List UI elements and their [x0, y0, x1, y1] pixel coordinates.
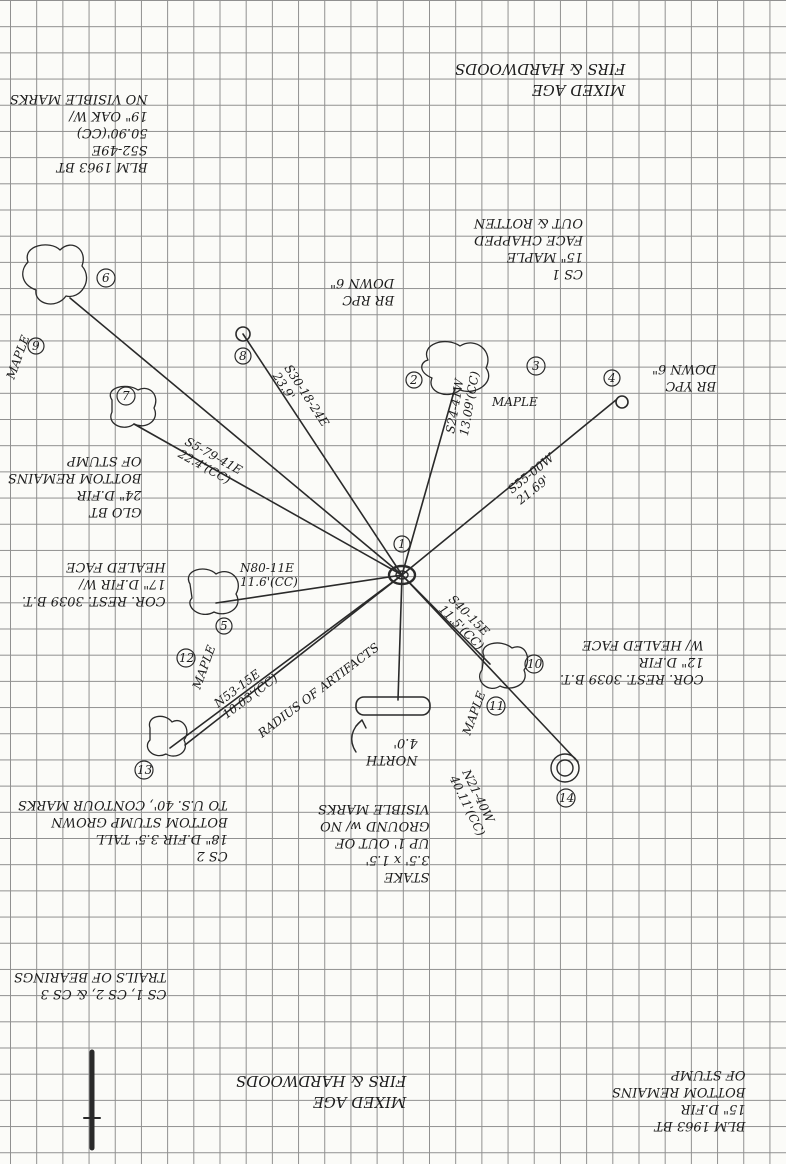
- tree-bt1: [479, 642, 529, 689]
- ray-to-ypc: [401, 399, 617, 576]
- point-marker-2: 2: [405, 371, 423, 389]
- ray-to-cs1: [401, 387, 456, 576]
- point-marker-4: 4: [603, 369, 621, 387]
- note-cs-legend: CS 1, CS 2, & CS 3 TRAILS OF BEARINGS: [14, 969, 167, 1001]
- svg-text:9: 9: [32, 339, 40, 353]
- svg-text:3: 3: [532, 359, 540, 373]
- svg-text:7: 7: [122, 389, 130, 403]
- point-marker-13: 13: [134, 760, 154, 780]
- maple-note-d: MAPLE: [459, 689, 488, 738]
- center-monument: [387, 564, 417, 586]
- note-north-arrow: NORTH 4.0': [366, 735, 418, 767]
- svg-text:11: 11: [489, 699, 504, 713]
- bearing-b7: S55-00W 21.69': [504, 448, 568, 508]
- svg-text:1: 1: [398, 537, 406, 551]
- tree-bt2: [22, 244, 88, 305]
- radius-label: RADIUS OF ARTIFACTS: [255, 640, 382, 741]
- note-bt4: BLM 1963 BT 15" D.FIR BOTTOM REMAINS OF …: [612, 1067, 746, 1133]
- ray-to-cs2: [169, 574, 403, 749]
- point-marker-group: 1 2 3 4 5 6 7: [27, 268, 621, 808]
- svg-text:12: 12: [179, 651, 194, 665]
- ray-to-bt2: [69, 297, 403, 576]
- svg-text:14: 14: [559, 791, 574, 805]
- rpc-cap: [235, 326, 251, 342]
- svg-text:4: 4: [607, 371, 616, 385]
- center-monument-inner: [395, 570, 409, 580]
- note-br-ypc: BR YPC DOWN 6": [652, 361, 717, 393]
- north-arrow-head: [355, 719, 367, 729]
- bearing-line: 11.6'(CC): [240, 575, 298, 589]
- tree-bt3: [187, 568, 239, 615]
- maple-note-a: MAPLE: [3, 333, 32, 382]
- bearing-b3: N80-11E 11.6'(CC): [239, 561, 298, 589]
- svg-text:13: 13: [137, 763, 153, 777]
- note-bt6: GLO BT 24" D.FIR BOTTOM REMAINS OF STUMP: [8, 453, 142, 519]
- maple-note-b: MAPLE: [491, 395, 538, 409]
- ray-to-bt3: [215, 574, 403, 604]
- tree-cs2: [146, 715, 188, 757]
- bt4-stump: [550, 753, 580, 783]
- tree-cs1: [421, 341, 490, 395]
- point-marker-14: 14: [556, 788, 576, 808]
- ray-to-rpc: [242, 333, 403, 576]
- point-marker-5: 5: [215, 617, 233, 635]
- point-marker-3: 3: [526, 356, 546, 376]
- stake-sketch: [355, 696, 431, 716]
- ray-to-bt4: [401, 574, 579, 763]
- note-bt2: BLM 1963 BT S52-49E 50.90'(CC) 19" OAK W…: [10, 91, 148, 174]
- title-bottom: MIXED AGE FIRS & HARDWOODS: [236, 1072, 407, 1111]
- bearing-rays: [69, 297, 617, 763]
- point-marker-7: 7: [116, 386, 136, 406]
- bearing-b8: S30-18-24E 23.9': [269, 361, 334, 440]
- point-marker-1: 1: [393, 535, 411, 553]
- point-marker-12: 12: [176, 648, 196, 668]
- point-marker-6: 6: [96, 268, 116, 288]
- svg-text:6: 6: [102, 271, 110, 285]
- bearing-b4: N21-40W 40.11'(CC): [446, 766, 500, 838]
- bt4-stump-inner: [556, 759, 574, 777]
- ray-to-stake: [397, 574, 403, 701]
- point-marker-10: 10: [524, 654, 544, 674]
- point-marker-8: 8: [234, 347, 252, 365]
- ray-to-cs2b: [184, 574, 403, 746]
- note-cs1: CS 1 15" MAPLE FACE CHAPPED OUT & ROTTEN: [474, 215, 584, 281]
- svg-text:8: 8: [239, 349, 247, 363]
- svg-text:2: 2: [409, 373, 418, 387]
- note-bt1: COR. REST. 3039 B.T. 12" D.FIR W/ HEALED…: [560, 637, 704, 686]
- note-stake: STAKE 3.5' x 1.5' UP 1' OUT OF GROUND w/…: [318, 801, 430, 884]
- note-bt3: COR. REST. 3039 B.T. 17" D.FIR W/ HEALED…: [22, 559, 166, 608]
- note-br-rpc: BR RPC DOWN 6": [330, 275, 395, 307]
- svg-text:5: 5: [220, 619, 228, 633]
- bearing-b2: S24-41W 13.09'(CC): [443, 367, 482, 437]
- title-top: MIXED AGE FIRS & HARDWOODS: [455, 60, 626, 99]
- ypc-cap: [615, 395, 629, 409]
- point-marker-9: 9: [27, 337, 45, 355]
- note-cs2: CS 2 18" D.FIR 3.5' TALL BOTTOM STUMP GR…: [18, 797, 228, 863]
- point-marker-11: 11: [486, 696, 506, 716]
- ray-to-bt6: [133, 423, 403, 576]
- svg-text:10: 10: [527, 657, 543, 671]
- bearing-b5: N53-15E 10.03'(CC): [211, 660, 281, 723]
